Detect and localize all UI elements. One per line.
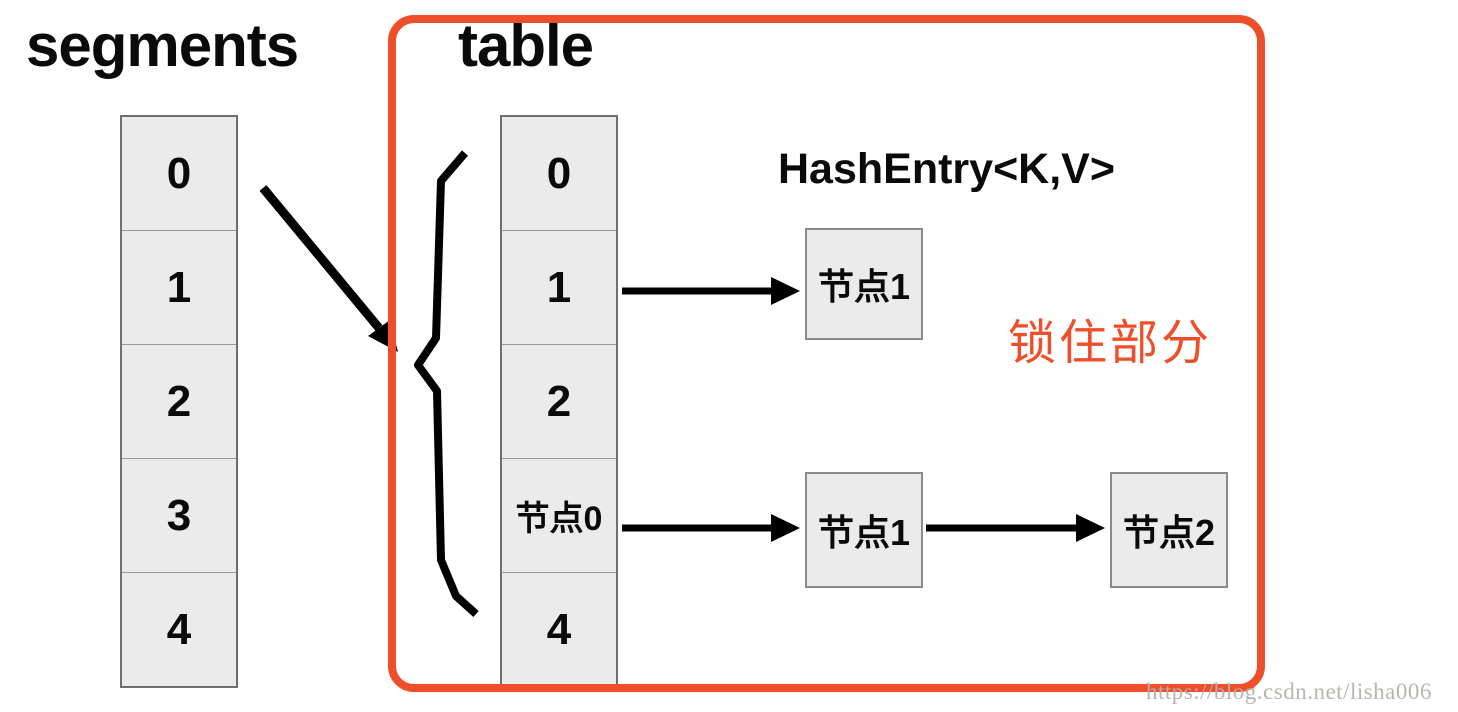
table-cell-node0: 节点0 — [502, 459, 616, 573]
locked-region-label: 锁住部分 — [1008, 317, 1213, 370]
right-arrow-icon — [622, 277, 800, 305]
table-cell-4: 4 — [546, 604, 572, 654]
table-title: table — [458, 12, 594, 79]
watermark-url: https://blog.csdn.net/lisha006 — [1146, 679, 1432, 704]
segments-cell-0: 0 — [122, 117, 236, 231]
segments-cell-4: 4 — [166, 604, 192, 654]
segments-cell-3: 3 — [122, 459, 236, 573]
diagonal-arrow-icon — [259, 185, 398, 352]
table-cell-0: 0 — [502, 117, 616, 231]
hashentry-node-row2-2: 节点2 — [1110, 472, 1228, 588]
right-arrow-icon — [926, 514, 1105, 542]
segments-array: 0 1 2 3 4 — [120, 115, 238, 688]
hashentry-type-label: HashEntry<K,V> — [778, 145, 1115, 193]
hashentry-node-row1-1: 节点1 — [805, 228, 923, 340]
hashentry-node-row2-1: 节点1 — [805, 472, 923, 588]
table-array: 0 1 2 节点0 4 — [500, 115, 618, 688]
curly-brace-icon — [414, 150, 479, 617]
table-cell-1: 1 — [502, 231, 616, 345]
segments-title: segments — [26, 12, 299, 79]
right-arrow-icon — [622, 514, 800, 542]
segments-cell-1: 1 — [122, 231, 236, 345]
segments-cell-2: 2 — [122, 345, 236, 459]
table-cell-2: 2 — [502, 345, 616, 459]
